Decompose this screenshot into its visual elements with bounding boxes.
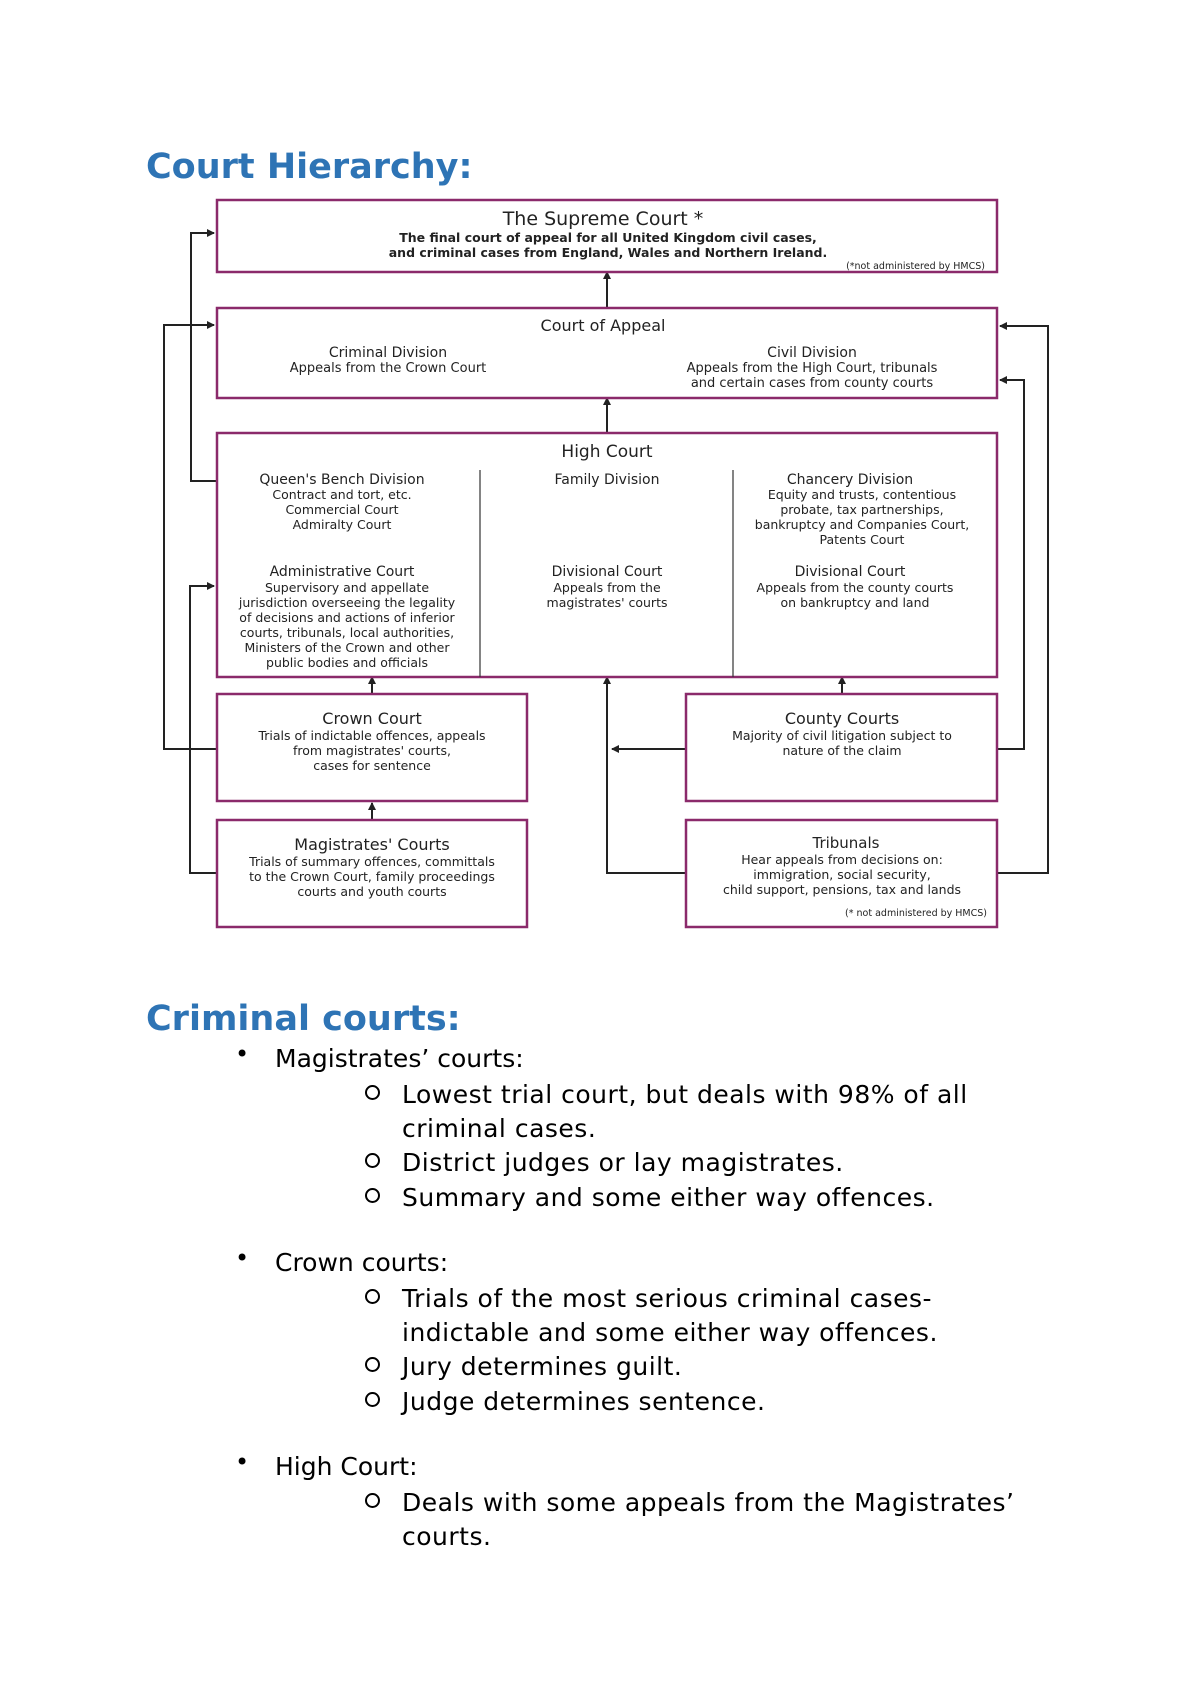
court-of-appeal-box — [215, 306, 999, 400]
circle-bullet-icon — [365, 1357, 380, 1372]
chancery-line2: probate, tax partnerships, — [780, 502, 943, 517]
crown-line3: cases for sentence — [313, 758, 431, 773]
sub-item-text: Lowest trial court, but deals with 98% o… — [402, 1080, 968, 1143]
tribunals-line3: child support, pensions, tax and lands — [723, 882, 961, 897]
circle-bullet-icon — [365, 1085, 380, 1100]
qb-line2: Commercial Court — [285, 502, 398, 517]
court-hierarchy-heading: Court Hierarchy: — [146, 147, 473, 187]
county-title: County Courts — [785, 709, 899, 728]
county-courts-box — [684, 692, 999, 803]
circle-bullet-icon — [365, 1153, 380, 1168]
supreme-line2: and criminal cases from England, Wales a… — [389, 245, 828, 260]
chancery-line3: bankruptcy and Companies Court, — [755, 517, 969, 532]
admin-line1: Supervisory and appellate — [265, 580, 429, 595]
tribunals-line1: Hear appeals from decisions on: — [741, 852, 943, 867]
appeal-criminal-desc: Appeals from the Crown Court — [290, 361, 487, 376]
magistrates-courts-text: Magistrates' Courts Trials of summary of… — [248, 835, 495, 899]
admin-line2: jurisdiction overseeing the legality — [238, 595, 456, 610]
court-boxes — [215, 198, 999, 929]
court-hierarchy-diagram: The Supreme Court * The final court of a… — [163, 198, 1049, 929]
arrow-magistrates-to-high — [189, 582, 217, 874]
tribunals-line2: immigration, social security, — [753, 867, 930, 882]
divisional-court-1-line2: magistrates' courts — [547, 595, 668, 610]
family-title: Family Division — [555, 472, 660, 488]
sub-item-text: Deals with some appeals from the Magistr… — [402, 1488, 1015, 1551]
sub-item-text: Summary and some either way offences. — [402, 1183, 935, 1212]
supreme-line1: The final court of appeal for all United… — [399, 230, 817, 245]
high-court-text: High Court Queen's Bench Division Contra… — [238, 442, 969, 670]
crown-court-box — [215, 692, 529, 803]
list-item-label: Magistrates’ courts: — [275, 1044, 524, 1073]
sub-item-text: Judge determines sentence. — [402, 1387, 766, 1416]
arrow-tribunals-to-appeal — [997, 322, 1049, 874]
divisional-court-2-line1: Appeals from the county courts — [757, 580, 954, 595]
admin-line5: Ministers of the Crown and other — [244, 640, 450, 655]
bullet-icon: • — [235, 1244, 250, 1272]
appeal-civil-desc1: Appeals from the High Court, tribunals — [687, 361, 938, 376]
circle-bullet-icon — [365, 1188, 380, 1203]
admin-title: Administrative Court — [270, 564, 415, 580]
list-item-label: High Court: — [275, 1452, 418, 1481]
magistrates-line3: courts and youth courts — [297, 884, 446, 899]
list-item-label: Crown courts: — [275, 1248, 449, 1277]
divisional-court-1-title: Divisional Court — [552, 564, 663, 580]
arrow-tribunals-to-high — [603, 676, 686, 874]
chancery-line4: Patents Court — [820, 532, 905, 547]
appeal-title: Court of Appeal — [541, 316, 666, 335]
magistrates-courts-box — [215, 818, 529, 929]
court-of-appeal-text: Court of Appeal Criminal Division Appeal… — [290, 316, 938, 391]
sub-item-text: Trials of the most serious criminal case… — [402, 1284, 938, 1347]
county-courts-text: County Courts Majority of civil litigati… — [732, 709, 952, 758]
crown-title: Crown Court — [322, 709, 421, 728]
qb-line3: Admiralty Court — [293, 517, 392, 532]
crown-line2: from magistrates' courts, — [293, 743, 451, 758]
qb-line1: Contract and tort, etc. — [272, 487, 411, 502]
magistrates-line2: to the Crown Court, family proceedings — [249, 869, 495, 884]
high-title: High Court — [561, 442, 653, 462]
appeal-civil-title: Civil Division — [767, 345, 857, 361]
tribunals-box — [684, 818, 999, 929]
supreme-court-text: The Supreme Court * The final court of a… — [389, 208, 985, 272]
tribunals-text: Tribunals Hear appeals from decisions on… — [723, 834, 987, 919]
divisional-court-2-title: Divisional Court — [795, 564, 906, 580]
divisional-court-1-line1: Appeals from the — [553, 580, 661, 595]
magistrates-line1: Trials of summary offences, committals — [248, 854, 495, 869]
arrow-county-to-appeal — [997, 376, 1025, 750]
supreme-court-box — [215, 198, 999, 274]
magistrates-title: Magistrates' Courts — [294, 835, 449, 854]
appeal-criminal-title: Criminal Division — [329, 345, 447, 361]
chancery-title: Chancery Division — [787, 472, 913, 488]
supreme-note: (*not administered by HMCS) — [846, 261, 985, 272]
admin-line3: of decisions and actions of inferior — [239, 610, 455, 625]
connector-lines — [163, 229, 1049, 874]
criminal-courts-heading: Criminal courts: — [146, 999, 461, 1039]
qb-title: Queen's Bench Division — [259, 472, 424, 488]
admin-line4: courts, tribunals, local authorities, — [240, 625, 454, 640]
arrow-high-to-supreme — [190, 229, 217, 482]
circle-bullet-icon — [365, 1289, 380, 1304]
circle-bullet-icon — [365, 1493, 380, 1508]
bullet-icon: • — [235, 1040, 250, 1068]
high-court-dividers — [479, 470, 734, 677]
high-court-box — [215, 431, 999, 679]
crown-court-text: Crown Court Trials of indictable offence… — [257, 709, 485, 773]
admin-line6: public bodies and officials — [266, 655, 428, 670]
sub-item-text: District judges or lay magistrates. — [402, 1148, 844, 1177]
chancery-line1: Equity and trusts, contentious — [768, 487, 956, 502]
bullet-icon: • — [235, 1448, 250, 1476]
tribunals-note: (* not administered by HMCS) — [845, 908, 987, 919]
sub-item-text: Jury determines guilt. — [402, 1352, 683, 1381]
supreme-title: The Supreme Court * — [502, 208, 704, 230]
appeal-civil-desc2: and certain cases from county courts — [691, 376, 934, 391]
crown-line1: Trials of indictable offences, appeals — [257, 728, 485, 743]
divisional-court-2-line2: on bankruptcy and land — [781, 595, 930, 610]
county-line1: Majority of civil litigation subject to — [732, 728, 952, 743]
tribunals-title: Tribunals — [811, 834, 879, 852]
county-line2: nature of the claim — [782, 743, 901, 758]
circle-bullet-icon — [365, 1392, 380, 1407]
